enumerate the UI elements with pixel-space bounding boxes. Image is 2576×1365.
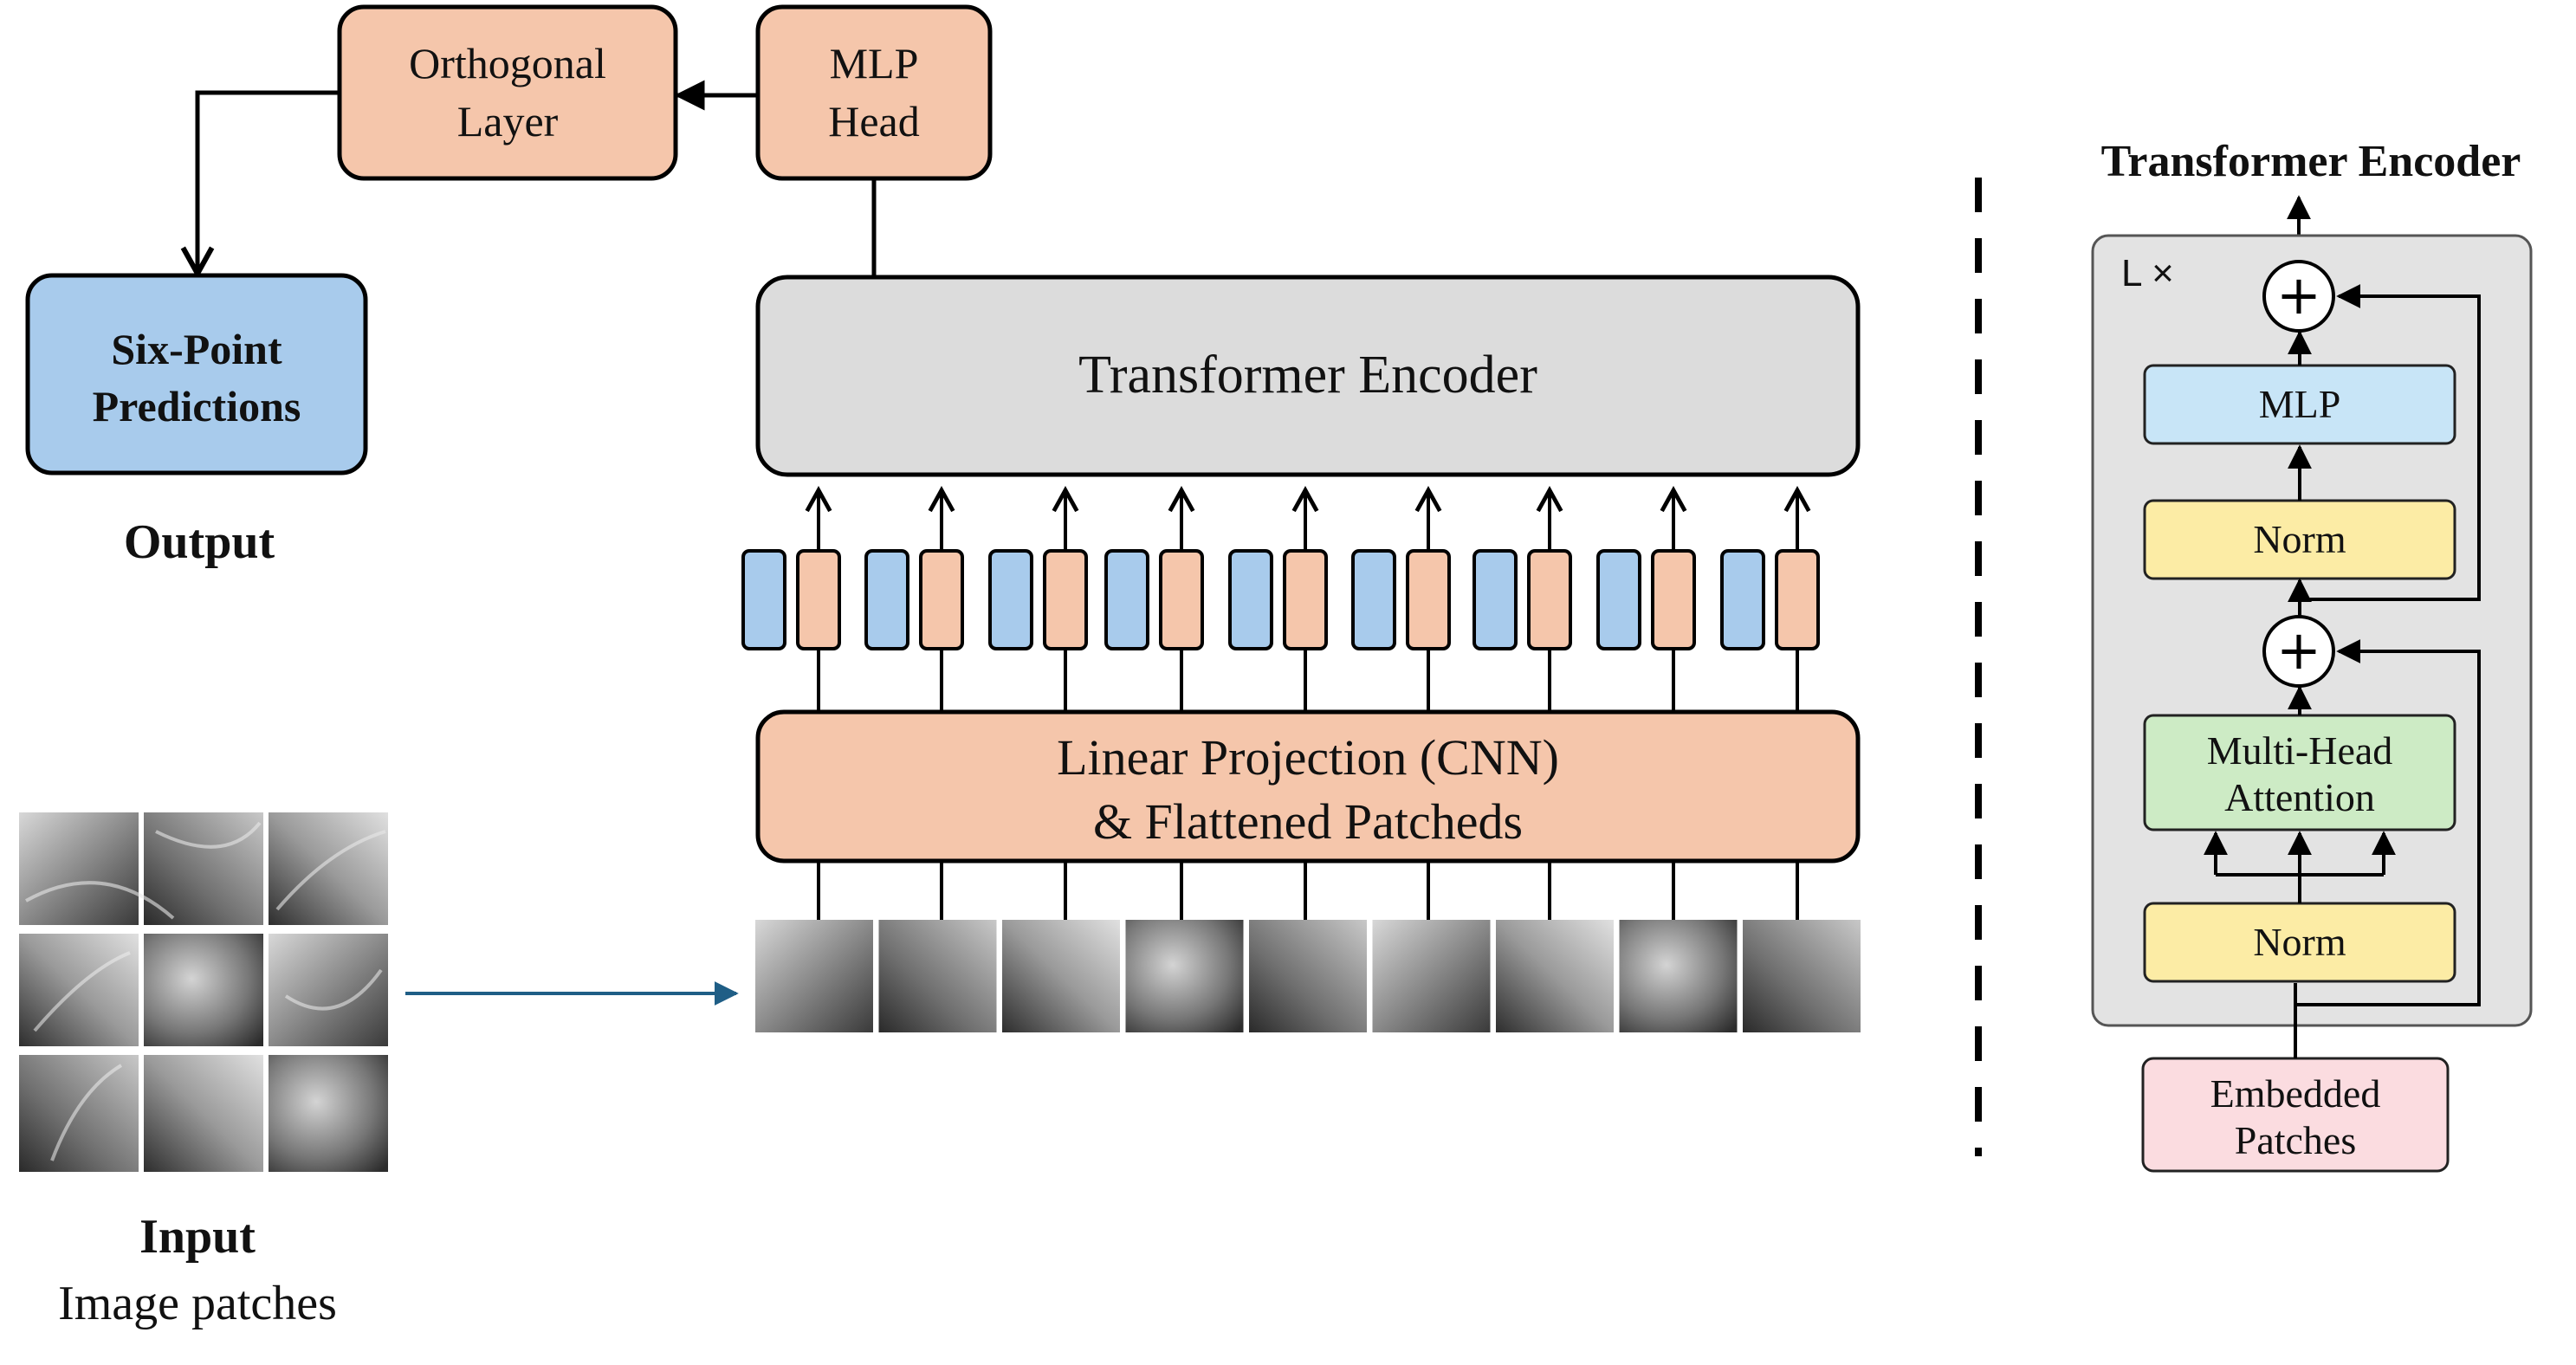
detail-norm-top-label: Norm <box>2253 517 2346 561</box>
mlp-head-box: MLP Head <box>755 4 993 181</box>
input-patch <box>144 1055 263 1172</box>
position-embedding-token <box>988 549 1033 650</box>
input-patch <box>144 934 263 1046</box>
input-patch <box>144 812 263 925</box>
patch-embedding-token <box>1775 549 1820 650</box>
flattened-patch <box>1249 920 1367 1032</box>
output-label: Output <box>124 515 275 569</box>
position-embedding-token <box>1104 549 1149 650</box>
transformer-encoder-box: Transformer Encoder <box>755 275 1861 477</box>
flattened-patch <box>1002 920 1120 1032</box>
detail-attention-box: Multi-Head Attention <box>2143 714 2456 831</box>
input-patch <box>269 812 388 925</box>
flattened-patch <box>755 920 873 1032</box>
input-label: Input <box>139 1210 256 1264</box>
position-embedding-token <box>741 549 786 650</box>
detail-embedded-label-line1: Embedded <box>2210 1071 2381 1116</box>
flattened-patch <box>1496 920 1614 1032</box>
detail-embedded-patches-box: Embedded Patches <box>2141 1057 2450 1173</box>
patch-embedding-token <box>1043 549 1088 650</box>
transformer-encoder-label: Transformer Encoder <box>1078 346 1537 404</box>
orthogonal-layer-box: Orthogonal Layer <box>337 4 678 181</box>
flattened-patch <box>1125 920 1244 1032</box>
plus-icon: + <box>2276 618 2321 682</box>
linear-projection-box: Linear Projection (CNN) & Flattened Patc… <box>755 709 1861 864</box>
linear-projection-label-line1: Linear Projection (CNN) <box>1057 729 1559 786</box>
position-embedding-token <box>864 549 909 650</box>
patch-embedding-token <box>1651 549 1696 650</box>
detail-title: Transformer Encoder <box>2101 137 2521 186</box>
patch-embedding-token <box>1283 549 1328 650</box>
plus-icon: + <box>2276 263 2321 327</box>
repeat-label: L × <box>2121 252 2174 294</box>
patch-embedding-token <box>1527 549 1572 650</box>
flattened-patch <box>1619 920 1738 1032</box>
input-sub-label: Image patches <box>58 1277 337 1330</box>
position-embedding-token <box>1720 549 1765 650</box>
patch-embedding-token <box>1159 549 1204 650</box>
residual-add-bottom: + <box>2262 615 2335 688</box>
token-row <box>741 486 1820 920</box>
input-patch <box>269 1055 388 1172</box>
output-box-label-line2: Predictions <box>93 382 301 430</box>
detail-flow-arrows <box>2204 284 2481 1058</box>
detail-mlp-box: MLP <box>2143 364 2456 445</box>
position-embedding-token <box>1596 549 1641 650</box>
orthogonal-layer-label-line2: Layer <box>457 97 559 146</box>
input-patch <box>269 934 388 1046</box>
detail-norm-bottom-box: Norm <box>2143 902 2456 983</box>
detail-attention-label-line1: Multi-Head <box>2207 728 2393 773</box>
position-embedding-token <box>1472 549 1518 650</box>
detail-embedded-label-line2: Patches <box>2235 1118 2357 1162</box>
input-patch <box>19 812 139 925</box>
detail-norm-top-box: Norm <box>2143 499 2456 580</box>
output-box: Six-Point Predictions <box>25 273 368 475</box>
position-embedding-token <box>1228 549 1273 650</box>
flattened-patch <box>878 920 997 1032</box>
input-patch <box>19 1055 139 1172</box>
position-embedding-token <box>1351 549 1396 650</box>
detail-mlp-label: MLP <box>2259 382 2341 426</box>
mlp-head-label-line1: MLP <box>830 39 919 87</box>
linear-projection-label-line2: & Flattened Patcheds <box>1093 793 1523 850</box>
flattened-patch <box>1372 920 1491 1032</box>
output-box-label-line1: Six-Point <box>111 325 282 373</box>
detail-norm-bottom-label: Norm <box>2253 920 2346 964</box>
flattened-patch <box>1743 920 1861 1032</box>
orthogonal-layer-label-line1: Orthogonal <box>409 39 606 87</box>
patch-embedding-token <box>1406 549 1451 650</box>
flattened-patch-strip <box>755 920 1861 1032</box>
residual-add-top: + <box>2262 260 2335 333</box>
detail-attention-label-line2: Attention <box>2224 775 2375 819</box>
orthogonal-to-output-arrow <box>180 90 340 280</box>
patch-embedding-token <box>919 549 964 650</box>
patch-embedding-token <box>796 549 841 650</box>
input-patch-grid <box>19 812 388 1172</box>
mlp-head-label-line2: Head <box>828 97 920 146</box>
